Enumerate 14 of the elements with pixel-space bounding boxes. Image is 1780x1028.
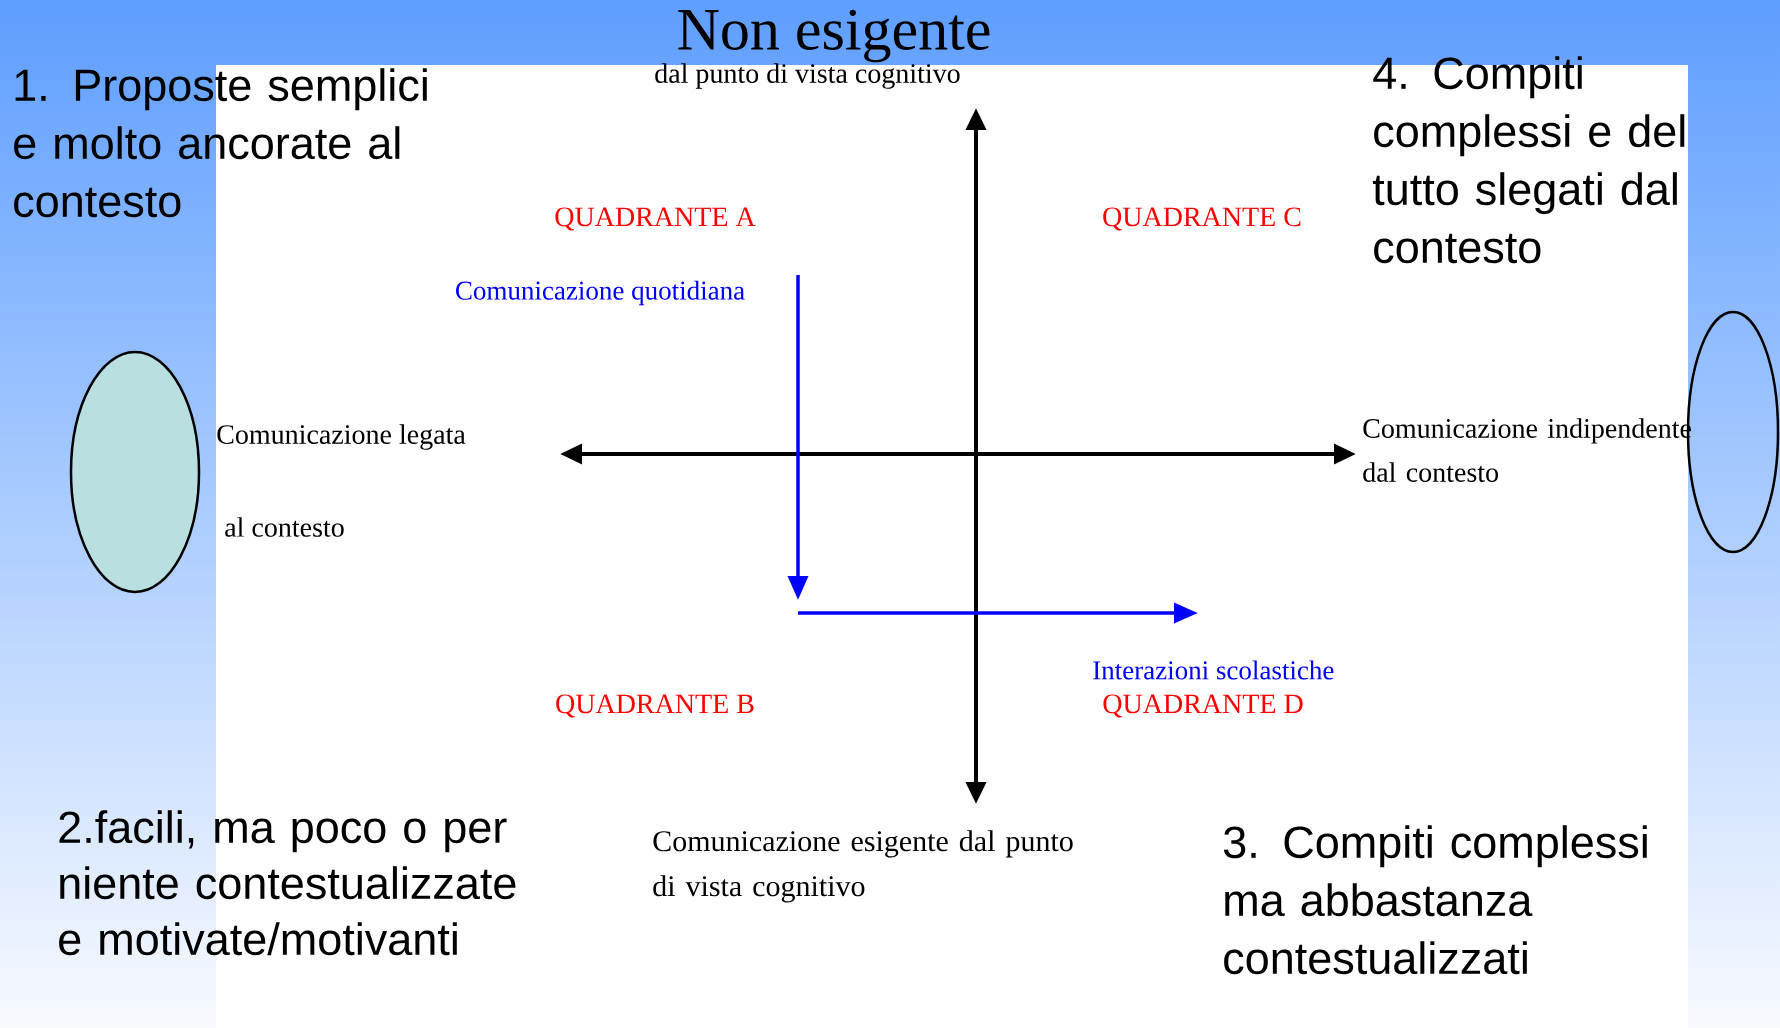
axis-label: Comunicazione esigente dal punto di vista cognitivo bbox=[653, 830, 1073, 903]
axis-title: Non esigente bbox=[678, 9, 990, 63]
quadrant-label: QUADRANTE D bbox=[1103, 694, 1303, 718]
quadrant-note: 3. Compiti complessi ma abbastanza contestualizzati bbox=[1223, 825, 1647, 975]
axis-label: dal punto di vista cognitivo bbox=[655, 63, 960, 89]
path-label: Comunicazione quotidiana bbox=[456, 280, 745, 306]
quadrant-note: 2.facili, ma poco o per niente contestualizzate e motivate/motivanti bbox=[59, 810, 516, 956]
quadrant-note: 4. Compiti complessi e del tutto slegati dal contesto bbox=[1372, 56, 1685, 264]
quadrant-label: QUADRANTE C bbox=[1103, 207, 1301, 231]
ellipse-shape bbox=[69, 350, 201, 594]
path-label: Interazioni scolastiche bbox=[1093, 660, 1334, 680]
axis-label: al contesto bbox=[225, 517, 344, 537]
quadrant-label: QUADRANTE A bbox=[555, 207, 756, 231]
quadrant-label: QUADRANTE B bbox=[556, 694, 754, 718]
